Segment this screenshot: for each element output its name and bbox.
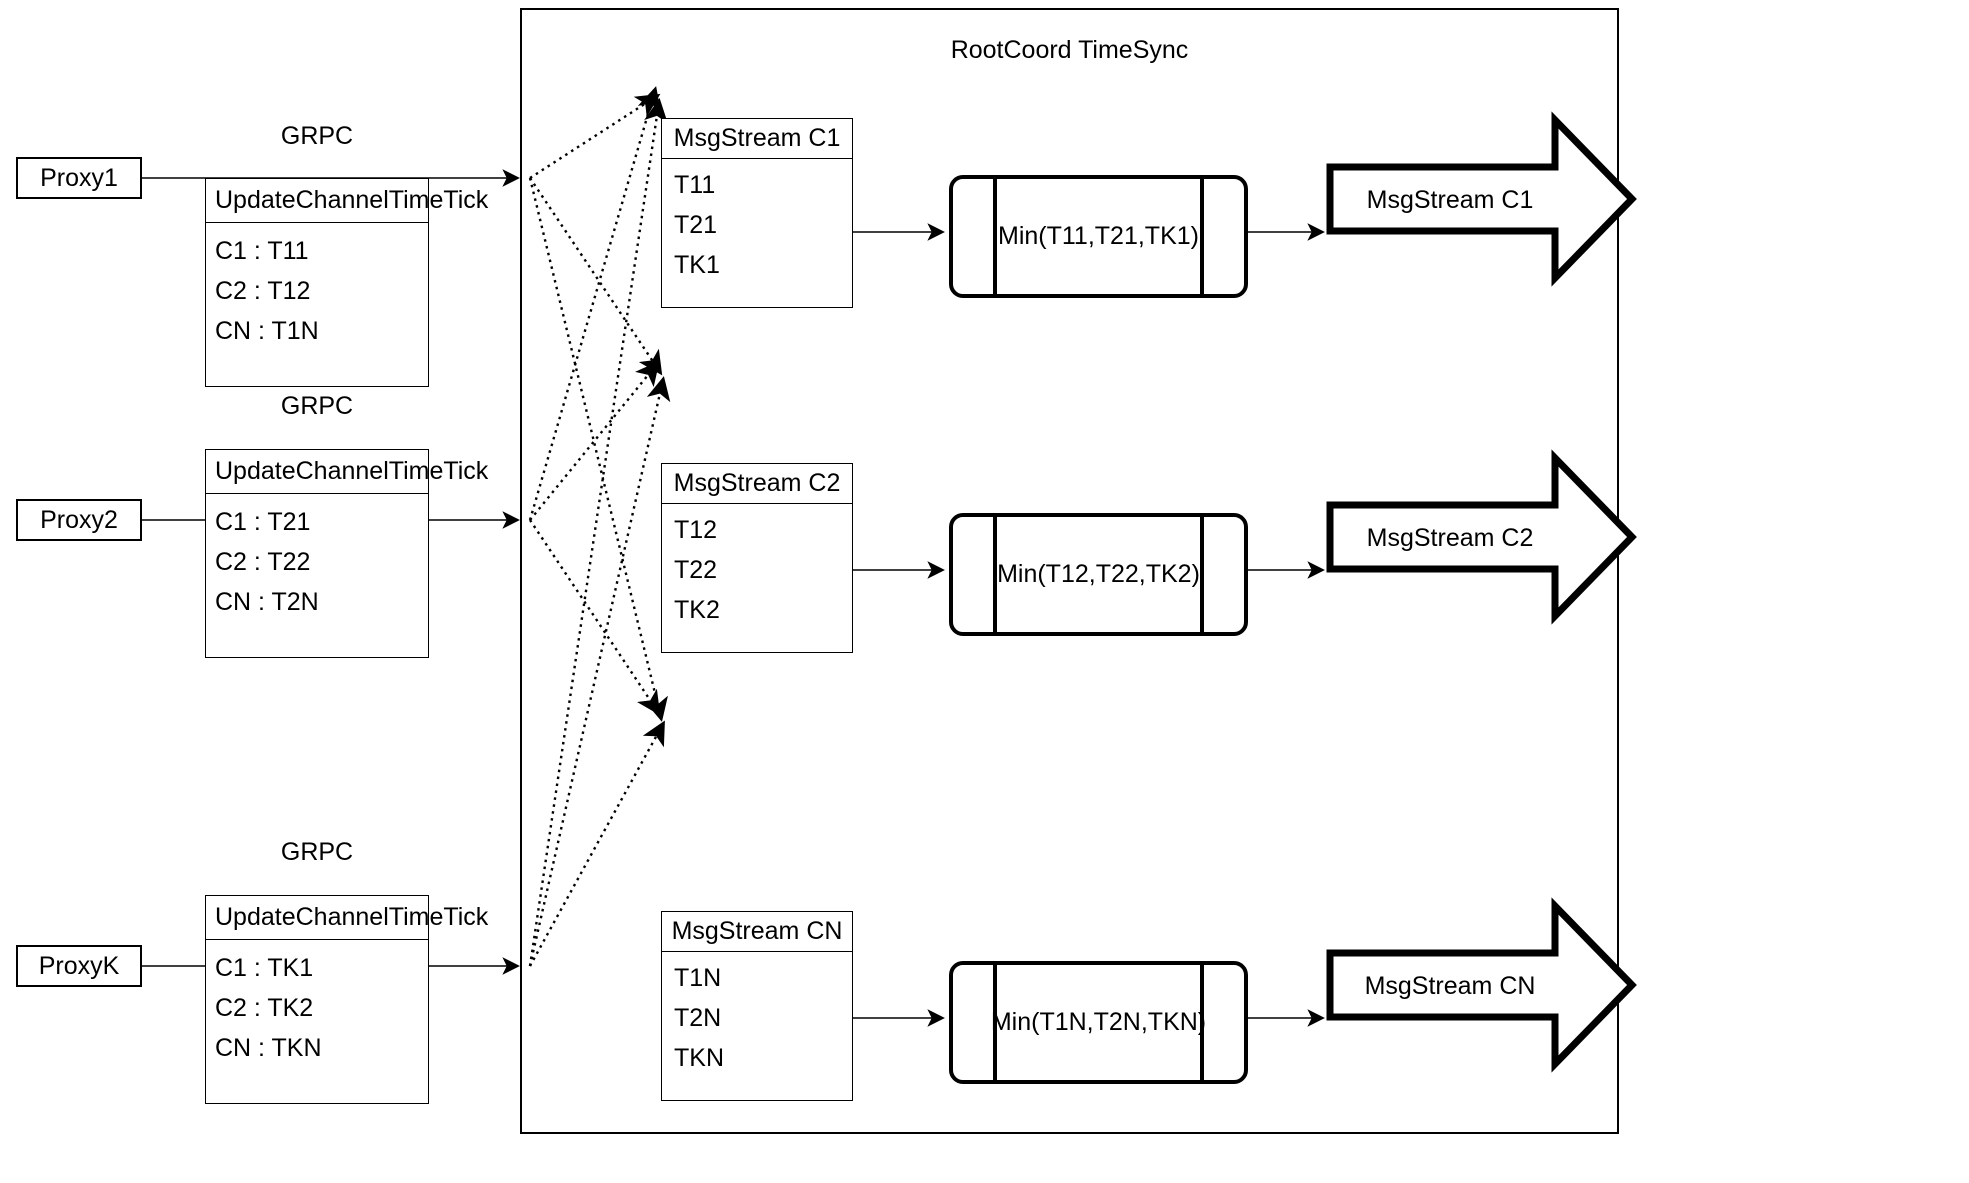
- uctt-row: CN : T1N: [215, 316, 319, 345]
- update-channel-timetick-table-1: UpdateChannelTimeTick C1 : T11 C2 : T12 …: [205, 178, 488, 387]
- dotted-link-pk-cn: [528, 720, 665, 967]
- msgstream-title-3: MsgStream CN: [662, 912, 852, 952]
- min-right-bar-2: [1200, 513, 1204, 636]
- uctt-title-3: UpdateChannelTimeTick: [206, 896, 488, 940]
- msgstream-row: T2N: [674, 1003, 722, 1032]
- min-left-bar-3: [993, 961, 997, 1084]
- min-left-bar-2: [993, 513, 997, 636]
- proxy-box-1[interactable]: Proxy1: [16, 157, 142, 199]
- proxy-box-3[interactable]: ProxyK: [16, 945, 142, 987]
- uctt-row: C1 : T21: [215, 507, 311, 536]
- proxy-label-1: Proxy1: [40, 163, 118, 192]
- uctt-row: C2 : T22: [215, 547, 311, 576]
- uctt-title-2: UpdateChannelTimeTick: [206, 450, 488, 494]
- proxy-label-2: Proxy2: [40, 505, 118, 534]
- update-channel-timetick-table-3: UpdateChannelTimeTick C1 : TK1 C2 : TK2 …: [205, 895, 488, 1104]
- uctt-title-1: UpdateChannelTimeTick: [206, 179, 488, 223]
- update-channel-timetick-table-2: UpdateChannelTimeTick C1 : T21 C2 : T22 …: [205, 449, 488, 658]
- msgstream-row: T22: [674, 555, 718, 584]
- msgstream-title-1: MsgStream C1: [662, 119, 852, 159]
- dotted-link-p2-c1: [528, 86, 661, 521]
- min-process-box-2: Min(T12,T22,TK2): [949, 513, 1248, 636]
- min-right-bar-1: [1200, 175, 1204, 298]
- uctt-body-2: C1 : T21 C2 : T22 CN : T2N: [206, 502, 428, 622]
- output-arrow-label-2: MsgStream C2: [1366, 524, 1534, 552]
- msgstream-table-2: MsgStream C2 T12 T22 TK2: [661, 463, 853, 653]
- dotted-link-p2-cn: [529, 519, 661, 716]
- msgstream-table-1: MsgStream C1 T11 T21 TK1: [661, 118, 853, 308]
- grpc-label-2: GRPC: [280, 392, 354, 420]
- uctt-row: C2 : T12: [215, 276, 311, 305]
- grpc-label-1: GRPC: [280, 122, 354, 150]
- min-left-bar-1: [993, 175, 997, 298]
- uctt-row: CN : T2N: [215, 587, 319, 616]
- proxy-box-2[interactable]: Proxy2: [16, 499, 142, 541]
- uctt-row: C1 : TK1: [215, 953, 314, 982]
- min-right-bar-3: [1200, 961, 1204, 1084]
- msgstream-row: TK2: [674, 595, 720, 624]
- msgstream-row: T21: [674, 210, 718, 239]
- msgstream-row: T11: [674, 170, 716, 199]
- dotted-link-p1-cn: [528, 177, 668, 722]
- uctt-row: CN : TKN: [215, 1033, 322, 1062]
- min-process-box-3: Min(T1N,T2N,TKN): [949, 961, 1248, 1084]
- min-label-2: Min(T12,T22,TK2): [997, 560, 1200, 588]
- uctt-body-1: C1 : T11 C2 : T12 CN : T1N: [206, 231, 428, 351]
- output-arrow-label-1: MsgStream C1: [1366, 186, 1534, 214]
- msgstream-row: TK1: [674, 250, 720, 279]
- dotted-link-p2-c2: [529, 360, 660, 521]
- min-label-3: Min(T1N,T2N,TKN): [990, 1008, 1207, 1036]
- msgstream-row: T12: [674, 515, 718, 544]
- msgstream-row: T1N: [674, 963, 722, 992]
- proxy-label-3: ProxyK: [38, 951, 120, 980]
- container-title: RootCoord TimeSync: [950, 36, 1189, 64]
- msgstream-table-3: MsgStream CN T1N T2N TKN: [661, 911, 853, 1101]
- dotted-link-pk-c1: [528, 98, 668, 967]
- min-label-1: Min(T11,T21,TK1): [998, 222, 1199, 250]
- uctt-body-3: C1 : TK1 C2 : TK2 CN : TKN: [206, 948, 428, 1068]
- dotted-link-p1-c2: [529, 177, 663, 376]
- msgstream-title-2: MsgStream C2: [662, 464, 852, 504]
- grpc-label-3: GRPC: [280, 838, 354, 866]
- dotted-link-pk-c2: [528, 376, 671, 967]
- uctt-row: C2 : TK2: [215, 993, 314, 1022]
- uctt-row: C1 : T11: [215, 236, 309, 265]
- output-arrow-label-3: MsgStream CN: [1364, 972, 1536, 1000]
- msgstream-row: TKN: [674, 1043, 724, 1072]
- min-process-box-1: Min(T11,T21,TK1): [949, 175, 1248, 298]
- dotted-link-p1-c1: [529, 93, 661, 180]
